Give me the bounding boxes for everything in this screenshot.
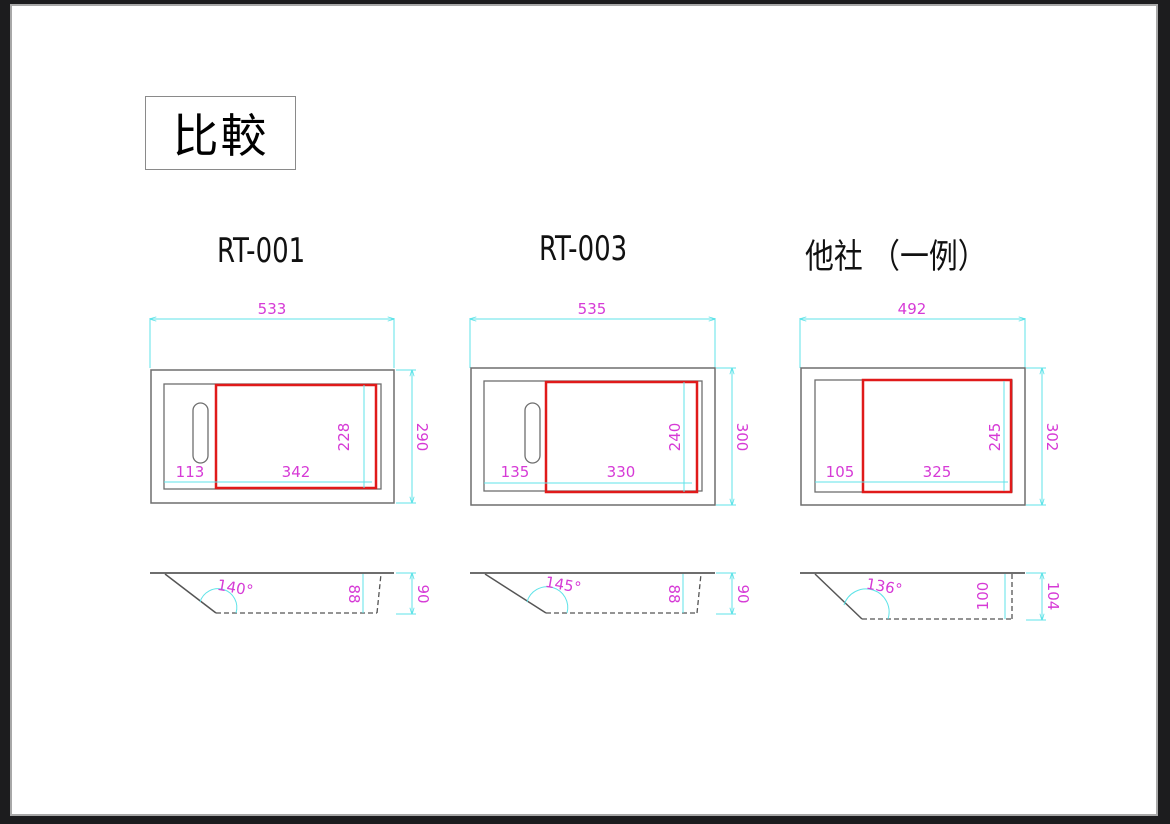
rt-003-inner-depth-label: 88: [665, 584, 683, 603]
page-title: 比較: [145, 96, 296, 170]
rt-003-depth-label: 300: [733, 423, 751, 452]
rt-001-side-view: 140° 88 90: [150, 572, 432, 614]
model-title-rt-001: RT-001: [217, 231, 306, 271]
rt-003-width-label: 535: [578, 300, 607, 318]
page-title-text: 比較: [172, 109, 269, 163]
rt-001-handle-width-label: 113: [176, 463, 205, 481]
drawing-page: [10, 4, 1158, 816]
rt-001-depth-label: 290: [413, 423, 431, 452]
model-title-rt-003: RT-003: [539, 229, 628, 269]
competitor-top-view: 492 105 325 245 302: [800, 300, 1061, 506]
rt-003-top-view: 535 135 330 240 300: [470, 300, 751, 506]
rt-003-handle-width-label: 135: [501, 463, 530, 481]
competitor-width-label: 492: [898, 300, 927, 318]
competitor-angle-label: 136°: [865, 575, 904, 599]
model-title-competitor: 他社 （一例）: [805, 237, 987, 277]
rt-001-top-view: 533 113 342 228 290: [150, 300, 431, 504]
rt-003-height-label: 90: [734, 584, 752, 603]
handle-slot-icon: [192, 402, 209, 464]
rt-001-angle-label: 140°: [216, 576, 255, 600]
rt-003-angle-label: 145°: [544, 573, 583, 597]
rt-001-height-label: 90: [414, 584, 432, 603]
competitor-side-view: 136° 100 104: [800, 572, 1062, 620]
competitor-depth-label: 302: [1043, 423, 1061, 452]
competitor-height-label: 104: [1044, 582, 1062, 611]
handle-slot-icon: [524, 402, 541, 464]
competitor-inner-depth-label: 100: [974, 582, 992, 611]
rt-003-side-view: 145° 88 90: [470, 572, 752, 614]
competitor-tray-width-label: 325: [923, 463, 952, 481]
rt-001-inner-depth-label: 88: [345, 584, 363, 603]
rt-001-tray-depth-label: 228: [335, 423, 353, 452]
rt-003-tray-width-label: 330: [607, 463, 636, 481]
competitor-tray-depth-label: 245: [986, 423, 1004, 452]
rt-001-width-label: 533: [258, 300, 287, 318]
competitor-handle-width-label: 105: [826, 463, 855, 481]
rt-001-tray-width-label: 342: [282, 463, 311, 481]
rt-003-tray-depth-label: 240: [666, 423, 684, 452]
